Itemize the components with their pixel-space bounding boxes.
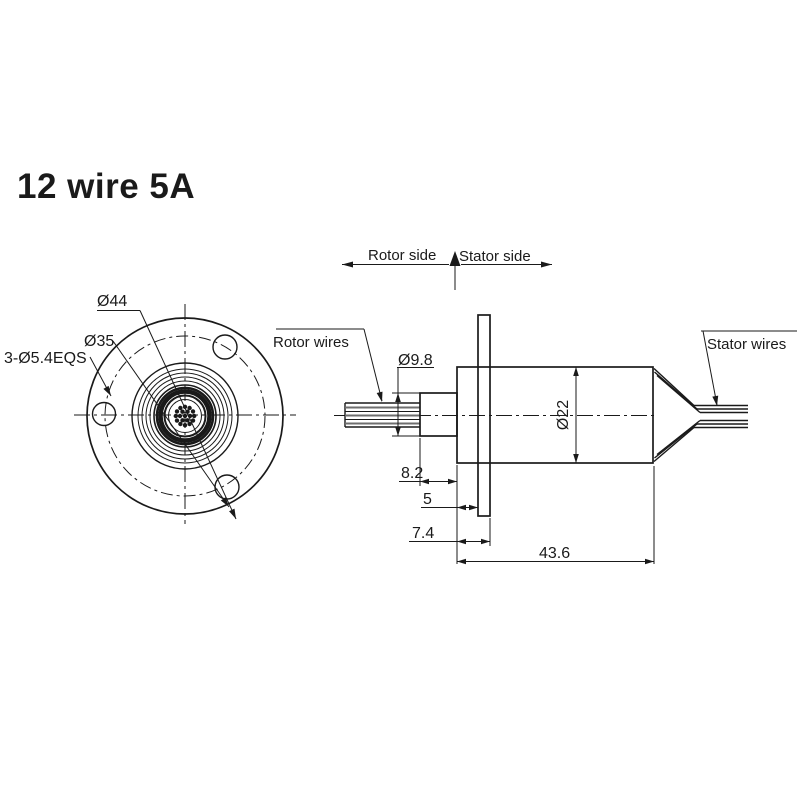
dim-label-inner-diameter: Ø35	[84, 333, 114, 350]
dim-shaft-diameter: Ø9.8	[392, 352, 434, 437]
bolt-circle	[104, 335, 266, 497]
stator-body	[456, 366, 654, 464]
dim-label-bolt-holes: 3-Ø5.4EQS	[4, 350, 87, 367]
front-view: Ø44 Ø35 3-Ø5.4EQS	[4, 293, 296, 524]
bolt-hole-bottom-right	[214, 474, 240, 500]
stator-wires-label: Stator wires	[707, 336, 786, 353]
rotor-wire-bundle	[344, 402, 420, 428]
leader-arrow-icon	[103, 385, 111, 396]
side-view-dimensions: Ø9.8 Ø22 8.2 5	[392, 352, 655, 565]
leader-arrow-icon	[376, 391, 383, 402]
dim-label-shaft-length: 8.2	[401, 465, 423, 482]
dim-body-length: 43.6	[457, 545, 654, 565]
stator-wire-bundle	[653, 367, 748, 463]
dim-body-to-flange: 5	[421, 491, 478, 511]
leader-arrow-icon	[712, 395, 719, 406]
dim-label-body-to-flange: 5	[423, 491, 432, 508]
stator-wires-annotation: Stator wires	[701, 330, 797, 406]
dim-label-outer-diameter: Ø44	[97, 293, 127, 310]
orientation-header: Rotor side Stator side	[342, 247, 552, 290]
left-arrow-icon	[342, 261, 353, 268]
front-view-annotations: Ø44 Ø35 3-Ø5.4EQS	[4, 293, 237, 520]
up-arrow-icon	[449, 251, 461, 266]
right-arrow-icon	[541, 261, 552, 268]
leader-arrow-icon	[220, 497, 229, 507]
rotor-side-label: Rotor side	[368, 247, 436, 264]
dim-label-flange-span: 7.4	[412, 525, 434, 542]
dim-shaft-length: 8.2	[399, 465, 457, 485]
dim-body-diameter: Ø22	[555, 367, 579, 463]
rotor-wires-annotation: Rotor wires	[273, 328, 383, 402]
dim-label-body-length: 43.6	[539, 545, 570, 562]
leader-arrow-icon	[229, 508, 236, 519]
stator-side-label: Stator side	[459, 248, 531, 265]
bolt-hole-top-right	[212, 334, 238, 360]
flange-outer-circle	[86, 317, 284, 515]
page-title: 12 wire 5A	[17, 167, 195, 206]
mounting-flange	[477, 314, 491, 517]
dim-label-body-diameter: Ø22	[555, 400, 572, 430]
rotor-wires-label: Rotor wires	[273, 334, 349, 351]
rotor-shaft	[419, 392, 458, 437]
dim-label-shaft-diameter: Ø9.8	[398, 352, 433, 369]
side-view: Rotor wires Stator wires	[273, 314, 797, 517]
bolt-hole-left	[91, 401, 117, 427]
dim-flange-span: 7.4	[409, 525, 490, 545]
